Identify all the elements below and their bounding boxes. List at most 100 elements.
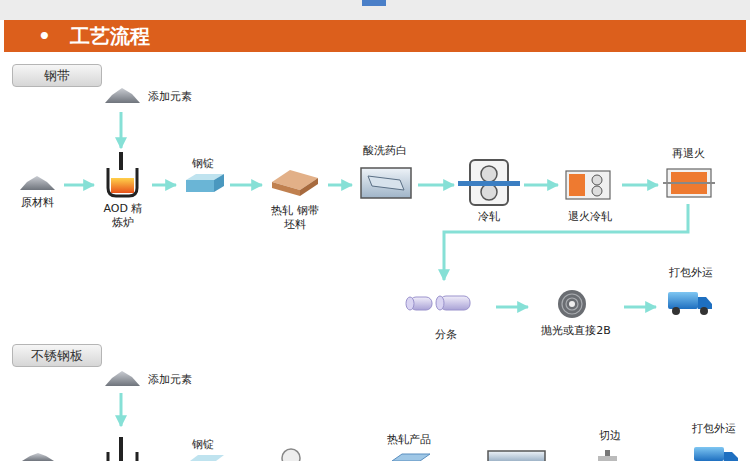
- top-strip: [362, 0, 386, 6]
- step-text: 冷轧: [478, 210, 500, 224]
- step-text: 打包外运: [692, 422, 736, 436]
- slab-icon: [272, 170, 318, 196]
- annealing-furnace: [592, 186, 602, 196]
- tab-label: 钢带: [13, 65, 101, 86]
- pickling-tank: [361, 168, 411, 198]
- step-label: 钢锭: [180, 155, 226, 197]
- ingot-icon: [190, 455, 224, 461]
- pickling-tank: [488, 451, 545, 461]
- pickling-tank: [361, 168, 411, 198]
- flow-arrow: [121, 393, 122, 426]
- roll-icon: [282, 449, 300, 461]
- pickling-tank: [488, 451, 545, 461]
- step-label: 冷轧: [458, 158, 520, 224]
- step-label: 打包外运: [684, 420, 744, 461]
- flow-arrow: [230, 184, 262, 187]
- truck-icon: [700, 307, 708, 315]
- annealing-furnace: [592, 175, 602, 185]
- aod-furnace: [111, 178, 134, 193]
- step-label: 酸洗药白: [356, 142, 414, 202]
- pickling-tank: [368, 176, 404, 190]
- step-label: 分条: [400, 284, 492, 342]
- step-text: 打包外运: [669, 266, 713, 280]
- slab-icon: [272, 182, 300, 196]
- raw-material-pile: [20, 176, 55, 190]
- flow-arrow: [328, 184, 352, 187]
- step-text: 原材料: [21, 196, 54, 210]
- step-text: 再退火: [672, 147, 705, 161]
- step-label: 热轧产品: [380, 431, 438, 461]
- raw-material-pile: [20, 176, 55, 190]
- steel-coil: [562, 294, 582, 314]
- aod-furnace: [119, 152, 123, 170]
- ingot-icon: [186, 180, 214, 192]
- step-text: 退火冷轧: [568, 210, 612, 224]
- cold-rolling-mill: [458, 181, 520, 186]
- flow-arrow: [120, 112, 123, 148]
- flow-arrow: [496, 306, 528, 309]
- step-text: AOD 精炼炉: [102, 202, 144, 230]
- raw-material-pile: [22, 453, 54, 461]
- cold-rolling-mill: [481, 184, 497, 200]
- slit-rolls: [406, 296, 470, 310]
- reannealing-furnace: [663, 169, 715, 197]
- aod-furnace: [119, 437, 123, 461]
- element-pile: [105, 371, 140, 386]
- step-text: 热轧 钢带坯料: [269, 204, 321, 232]
- edge-trimmer: [598, 450, 617, 461]
- ingot-icon: [214, 174, 224, 192]
- hot-rolled-plate: [392, 454, 430, 461]
- flow-arrow: [64, 184, 94, 187]
- tab-label: 不锈钢板: [13, 345, 101, 366]
- step-text: 酸洗药白: [363, 144, 407, 158]
- step-text: 抛光或直接2B: [541, 324, 611, 338]
- top-strip: [0, 0, 750, 20]
- hot-rolled-plate: [392, 454, 430, 461]
- header-bar: • 工艺流程: [4, 20, 746, 52]
- step-text: 切边: [599, 429, 621, 443]
- flow-arrow: [524, 184, 558, 187]
- truck-icon: [672, 307, 680, 315]
- flow-arrow: [418, 184, 454, 187]
- flow-arrow: [624, 306, 656, 309]
- truck-icon: [694, 447, 724, 461]
- truck-icon: [668, 292, 698, 309]
- aod-furnace: [108, 437, 137, 461]
- step-label: 抛光或直接2B: [532, 284, 620, 336]
- flow-arrow: [622, 184, 658, 187]
- step-text: 添加元素: [148, 373, 192, 387]
- step-text: 钢锭: [192, 438, 214, 452]
- raw-material-pile: [22, 453, 54, 461]
- step-label: 再退火: [662, 144, 714, 200]
- edge-trimmer: [598, 456, 617, 461]
- annealing-furnace: [566, 171, 610, 199]
- step-label: 原材料: [14, 172, 60, 212]
- step-label: 打包外运: [660, 264, 722, 318]
- element-pile: [105, 88, 140, 103]
- step-text: 钢锭: [192, 157, 214, 171]
- page-title: 工艺流程: [70, 24, 150, 48]
- step-label: 添加元素: [103, 86, 208, 108]
- annealing-furnace: [569, 174, 585, 196]
- element-pile: [105, 88, 140, 103]
- step-label: 切边: [590, 427, 630, 461]
- bullet-mark: •: [38, 24, 51, 48]
- truck-icon: [724, 452, 738, 461]
- step-text: 热轧产品: [387, 433, 431, 447]
- steel-coil: [569, 301, 575, 307]
- flow-arrow: [152, 184, 176, 187]
- step-label: 热轧 钢带坯料: [266, 168, 324, 234]
- aod-furnace: [108, 168, 137, 196]
- cold-rolling-mill: [481, 166, 497, 182]
- step-text: 分条: [435, 328, 457, 342]
- slab-icon: [300, 178, 318, 196]
- step-label: AOD 精炼炉: [98, 152, 148, 234]
- steel-coil: [566, 298, 578, 310]
- steel-coil: [558, 290, 586, 318]
- flow-arrow: [120, 393, 123, 426]
- annealing-furnace: [566, 171, 610, 199]
- cold-rolling-mill: [458, 160, 520, 205]
- element-pile: [105, 371, 140, 386]
- step-label: 退火冷轧: [562, 164, 618, 224]
